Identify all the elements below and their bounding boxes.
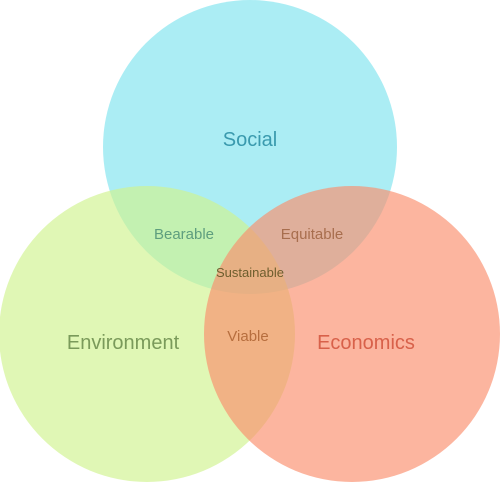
sustainable-label: Sustainable	[216, 265, 284, 280]
equitable-label: Equitable	[281, 226, 344, 243]
environment-circle	[0, 186, 295, 482]
bearable-label: Bearable	[154, 226, 214, 243]
environment-label: Environment	[67, 332, 180, 354]
economics-circle	[204, 186, 500, 482]
viable-label: Viable	[227, 328, 268, 345]
economics-label: Economics	[317, 332, 415, 354]
social-label: Social	[223, 129, 277, 151]
